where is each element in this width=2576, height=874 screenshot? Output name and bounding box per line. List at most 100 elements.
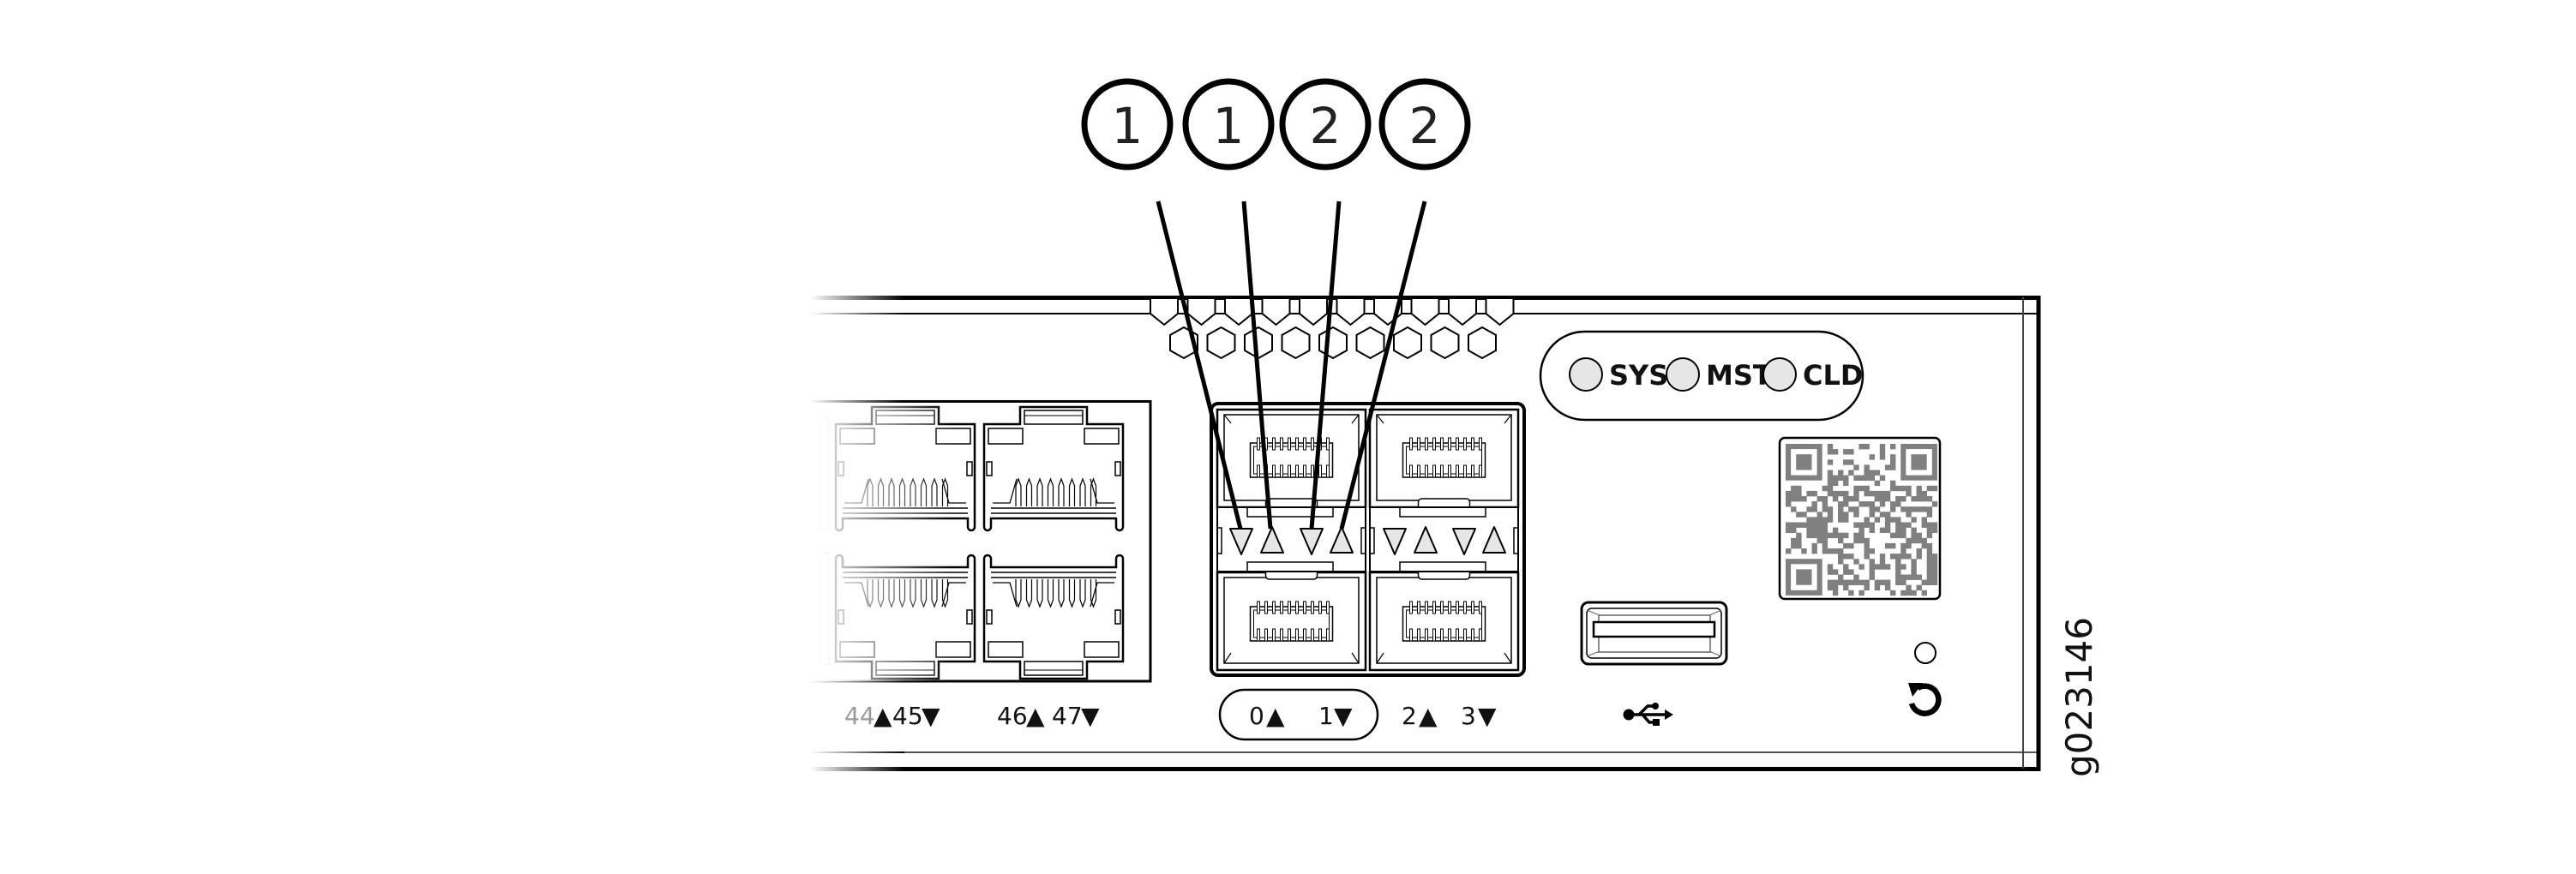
sfp-port-labels: 0 ▲ 1 ▼ 2 ▲ 3 ▼	[1218, 688, 1497, 741]
qr-module	[1848, 496, 1854, 502]
qr-module	[1843, 459, 1849, 465]
usb-icon	[1623, 703, 1673, 726]
status-led-cld: CLD	[1762, 357, 1863, 392]
qr-module	[1879, 512, 1886, 518]
qr-module	[1864, 548, 1870, 554]
qr-module	[1900, 548, 1906, 554]
sfp-pin	[1257, 628, 1260, 642]
qr-module	[1884, 517, 1891, 523]
sfp-pin	[1448, 464, 1451, 478]
vent-hole	[1281, 326, 1311, 360]
rj45-contact	[1079, 477, 1086, 506]
link-led-up-triangle	[1414, 526, 1438, 554]
qr-module	[1874, 584, 1881, 591]
qr-module	[1838, 501, 1844, 507]
callout-leader-line	[1156, 201, 1243, 530]
qr-module	[1884, 512, 1891, 518]
qr-module	[1827, 475, 1834, 481]
vent-hole	[1336, 299, 1366, 326]
rj45-port-block	[806, 400, 1152, 683]
qr-module	[1838, 574, 1844, 580]
qr-module	[1832, 548, 1839, 554]
qr-module	[1890, 517, 1896, 523]
qr-module	[1848, 449, 1854, 455]
sfp-pin	[1425, 437, 1428, 451]
sfp-pin	[1417, 601, 1420, 614]
qr-module	[1879, 490, 1886, 497]
qr-module	[1869, 512, 1875, 518]
qr-module	[1822, 532, 1828, 539]
qr-module	[1879, 564, 1886, 570]
qr-module	[1853, 475, 1859, 481]
sfp-pin	[1463, 464, 1467, 478]
qr-module	[1926, 542, 1933, 549]
sfp-pin	[1479, 437, 1482, 451]
qr-module	[1926, 559, 1933, 565]
qr-module	[1791, 527, 1797, 533]
sfp-connector	[1402, 606, 1486, 642]
qr-module	[1816, 522, 1822, 528]
link-led-up-triangle	[1330, 526, 1354, 554]
link-led-up-triangle	[1482, 526, 1506, 554]
qr-module	[1853, 537, 1859, 544]
sfp-pin	[1448, 437, 1451, 451]
qr-module	[1822, 542, 1828, 549]
sfp-pin	[1326, 628, 1330, 642]
qr-module	[1879, 501, 1886, 507]
qr-module	[1926, 496, 1933, 502]
sfp-pin	[1417, 437, 1420, 451]
qr-module	[1858, 501, 1864, 507]
link-led-down-triangle	[1383, 528, 1407, 555]
qr-module	[1926, 579, 1933, 585]
sfp-pin	[1272, 464, 1276, 478]
vent-hole	[1299, 299, 1328, 326]
rj45-block-outline	[904, 400, 1152, 683]
usb-port-outer	[1580, 601, 1728, 666]
qr-module	[1816, 512, 1822, 518]
qr-module	[1853, 496, 1859, 502]
qr-module	[1786, 496, 1792, 502]
qr-module	[1874, 564, 1881, 570]
qr-module	[1890, 444, 1896, 450]
sfp-pin	[1463, 628, 1467, 642]
qr-module	[1895, 496, 1901, 502]
qr-module	[1874, 470, 1881, 476]
qr-module	[1848, 506, 1854, 512]
qr-module	[1926, 554, 1933, 560]
sfp-pin	[1456, 437, 1459, 451]
link-led-down-triangle	[1229, 528, 1253, 555]
sfp-pin	[1409, 437, 1413, 451]
sfp-port-2	[1368, 408, 1520, 510]
qr-module	[1869, 564, 1875, 570]
qr-module	[1884, 584, 1891, 591]
vent-hole	[1150, 299, 1179, 326]
sfp-port-opening	[1216, 408, 1367, 509]
qr-module	[1884, 527, 1891, 533]
qr-module	[1874, 480, 1881, 487]
vent-hole	[1186, 299, 1216, 326]
qr-module	[1921, 537, 1927, 544]
rj45-contact	[1068, 579, 1076, 608]
qr-module	[1806, 517, 1812, 523]
qr-module	[1858, 485, 1864, 492]
qr-module	[1853, 485, 1859, 492]
qr-module	[1791, 522, 1797, 528]
qr-module	[1801, 512, 1807, 518]
qr-module	[1926, 522, 1933, 528]
qr-module	[1895, 554, 1901, 560]
port-label-46: 46	[997, 702, 1028, 730]
vent-hole	[1224, 299, 1253, 326]
qr-module	[1827, 506, 1834, 512]
qr-module	[1890, 459, 1896, 465]
qr-module	[1869, 527, 1875, 533]
qr-module	[1864, 444, 1870, 450]
qr-module	[1900, 574, 1906, 580]
qr-module	[1884, 564, 1891, 570]
qr-module	[1853, 579, 1859, 585]
qr-module	[1832, 527, 1839, 533]
rj45-port-outline	[982, 405, 1125, 532]
qr-module	[1843, 501, 1849, 507]
qr-module	[1900, 485, 1906, 492]
qr-module	[1822, 501, 1828, 507]
highlight-pill-ports-0-1	[1218, 688, 1379, 741]
